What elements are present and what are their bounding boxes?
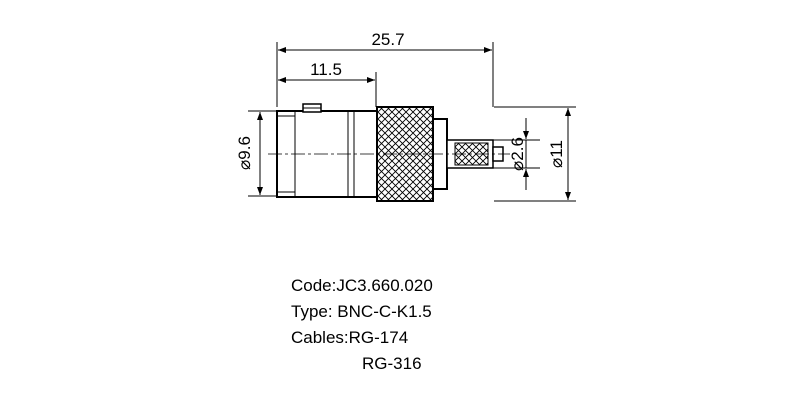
ferrule-diameter-label: 11 [547, 140, 566, 158]
spec-type: Type: BNC-C-K1.5 [291, 302, 432, 321]
pin-diameter-label: 2.6 [508, 137, 527, 161]
spec-cables: Cables:RG-174 [291, 328, 409, 347]
bnc-connector [268, 103, 510, 202]
diameter-symbol: ⌀ [508, 161, 527, 171]
spec-cables-2: RG-316 [362, 354, 422, 373]
svg-text:⌀11: ⌀11 [547, 140, 566, 168]
dimension-body-length: 11.5 [278, 60, 377, 107]
spec-code: Code:JC3.660.020 [291, 276, 433, 295]
diameter-symbol: ⌀ [235, 160, 254, 170]
overall-length-label: 25.7 [371, 30, 404, 49]
body-diameter-label: 9.6 [235, 136, 254, 160]
diameter-symbol: ⌀ [547, 158, 566, 168]
svg-text:⌀2.6: ⌀2.6 [508, 137, 527, 171]
dimension-overall-length: 25.7 [276, 30, 494, 107]
dimension-pin-diameter: ⌀2.6 [493, 118, 540, 190]
dimension-overall-diameter: ⌀11 [494, 106, 576, 202]
body-length-label: 11.5 [310, 60, 342, 79]
svg-text:⌀9.6: ⌀9.6 [235, 136, 254, 170]
